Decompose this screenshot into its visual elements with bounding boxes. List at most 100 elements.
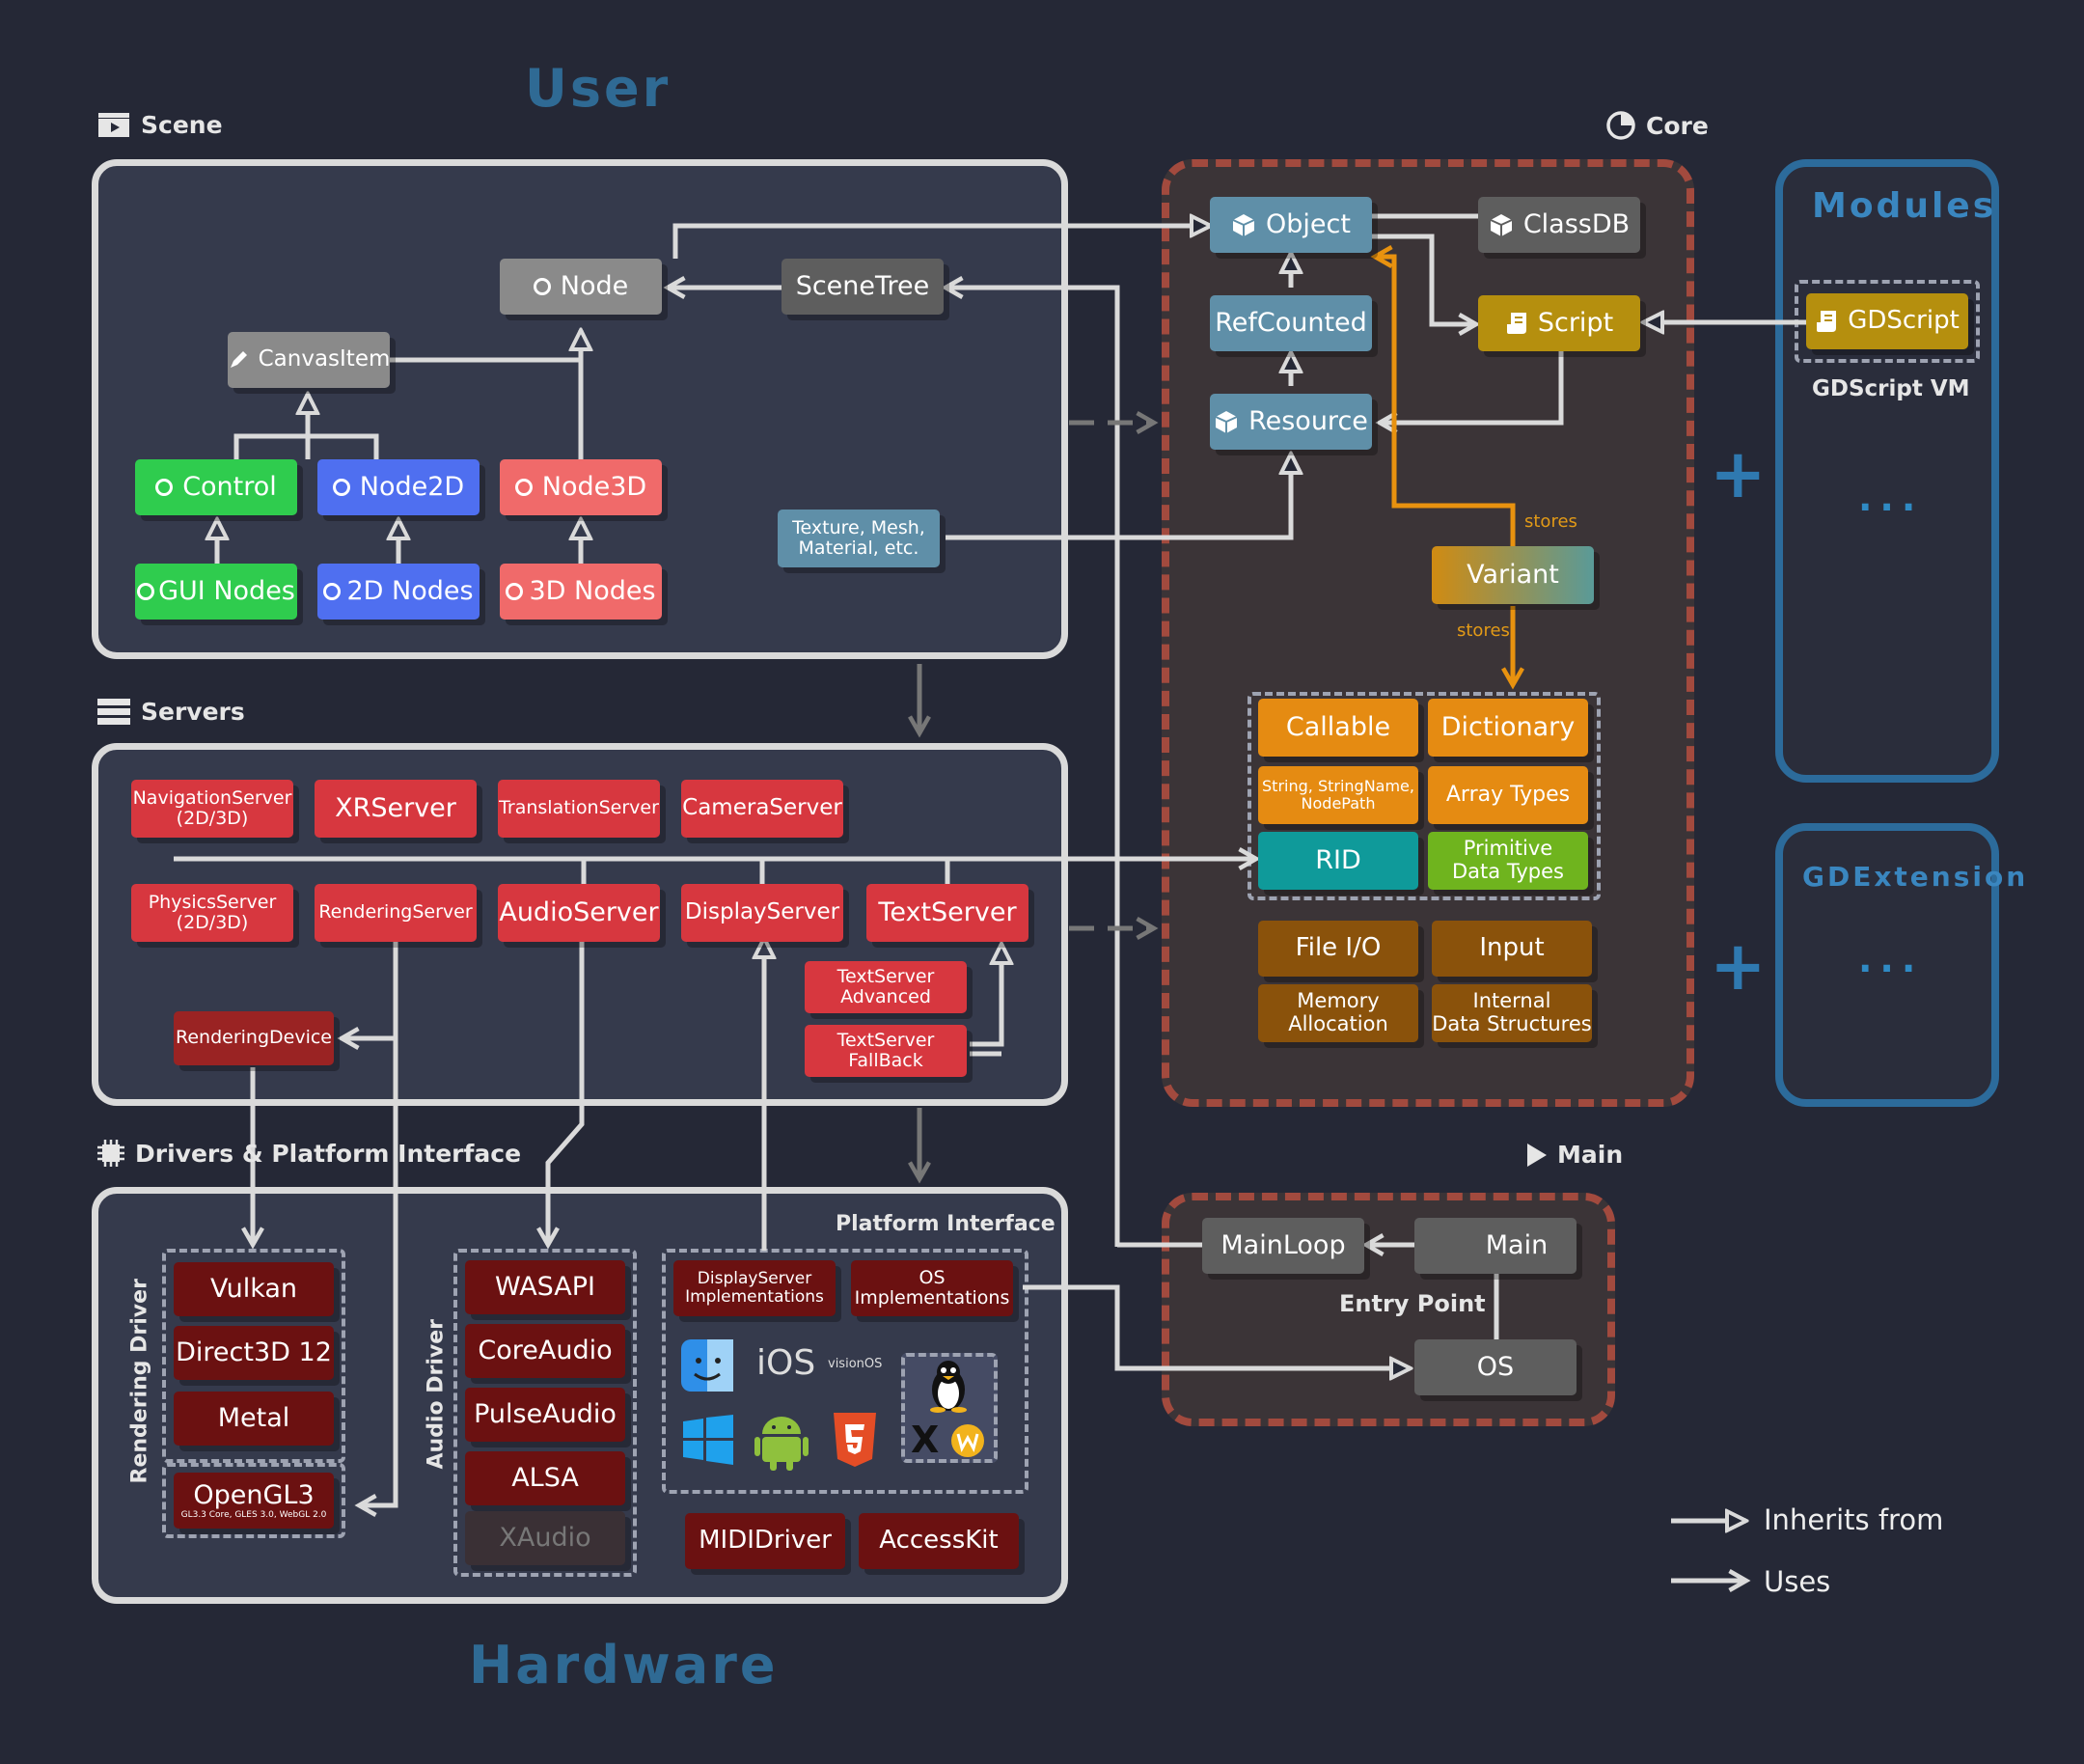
rendering-driver-label: Rendering Driver — [127, 1279, 152, 1484]
pulseaudio-box: PulseAudio — [465, 1388, 625, 1442]
gdextension-panel — [1775, 823, 1999, 1107]
node-ring-icon — [533, 278, 551, 295]
direct3d12-box: Direct3D 12 — [174, 1326, 334, 1380]
resource-box: Resource — [1210, 394, 1372, 450]
plus-icon-gdextension: + — [1710, 926, 1767, 1006]
wasapi-box: WASAPI — [465, 1260, 625, 1314]
windows-icon — [683, 1415, 733, 1469]
dictionary-box: Dictionary — [1428, 699, 1588, 757]
scroll-icon — [1505, 311, 1528, 336]
classdb-cube-icon — [1489, 212, 1514, 237]
scenetree-box: SceneTree — [782, 259, 944, 315]
string-box: String, StringName, NodePath — [1258, 766, 1418, 824]
ios-label: iOS — [756, 1343, 816, 1383]
textserver-fallback-box: TextServer FallBack — [805, 1025, 967, 1077]
platform-interface-label: Platform Interface — [836, 1212, 1056, 1236]
os-box: OS — [1414, 1339, 1577, 1395]
internal-box: Internal Data Structures — [1432, 984, 1592, 1042]
macos-finder-icon — [681, 1339, 733, 1395]
audio-driver-label: Audio Driver — [424, 1318, 449, 1470]
classdb-box: ClassDB — [1478, 197, 1640, 253]
control-ring-icon — [155, 479, 174, 496]
modules-panel — [1775, 159, 1999, 783]
visionos-label: visionOS — [828, 1357, 883, 1371]
linux-tux-icon — [924, 1357, 973, 1417]
displayserver-box: DisplayServer — [681, 884, 843, 942]
renderingserver-box: RenderingServer — [315, 884, 477, 942]
audio-driver-group — [453, 1249, 637, 1577]
legend-inherits: Inherits from — [1764, 1503, 1944, 1536]
html5-icon — [832, 1413, 878, 1471]
stores-label-2: stores — [1457, 620, 1510, 641]
textserver-advanced-box: TextServer Advanced — [805, 961, 967, 1013]
os-impl-box: OS Implementations — [851, 1260, 1013, 1316]
refcounted-box: RefCounted — [1210, 295, 1372, 351]
entry-point-label: Entry Point — [1339, 1290, 1486, 1317]
main-box: Main — [1414, 1218, 1577, 1274]
stores-label-1: stores — [1524, 511, 1577, 532]
audioserver-box: AudioServer — [498, 884, 660, 942]
nodes-2d-box: 2D Nodes — [317, 564, 480, 620]
xaudio-box: XAudio — [465, 1511, 625, 1565]
cameraserver-box: CameraServer — [681, 780, 843, 838]
drivers-label: Drivers & Platform Interface — [96, 1139, 521, 1168]
node-box: Node — [500, 259, 662, 315]
gdextension-title: GDExtension — [1802, 861, 2029, 893]
server-stack-icon — [96, 697, 131, 726]
gdextension-dots: ... — [1858, 938, 1924, 980]
node3d-ring-icon — [514, 479, 533, 496]
xrserver-box: XRServer — [315, 780, 477, 838]
variant-box: Variant — [1432, 546, 1594, 604]
opengl-group — [162, 1463, 345, 1538]
nodes2d-ring-icon — [323, 583, 342, 600]
variant-types-group — [1248, 692, 1601, 900]
modules-title: Modules — [1812, 186, 1997, 226]
memory-box: Memory Allocation — [1258, 984, 1418, 1042]
control-box: Control — [135, 459, 297, 515]
x11-icon: X — [911, 1419, 940, 1461]
object-box: Object — [1210, 197, 1372, 253]
gdscript-box: GDScript — [1806, 293, 1968, 349]
coreaudio-box: CoreAudio — [465, 1324, 625, 1378]
textserver-box: TextServer — [866, 884, 1028, 942]
chip-icon — [96, 1139, 125, 1168]
rid-box: RID — [1258, 832, 1418, 890]
clapperboard-icon — [96, 110, 131, 139]
modules-dots: ... — [1858, 477, 1924, 519]
script-box: Script — [1478, 295, 1640, 351]
navigationserver-box: NavigationServer (2D/3D) — [131, 780, 293, 838]
displayserver-impl-box: DisplayServer Implementations — [673, 1260, 836, 1316]
pencil-icon — [228, 349, 249, 371]
play-icon — [1526, 1143, 1548, 1168]
platform-interface-group — [662, 1249, 1028, 1494]
vulkan-box: Vulkan — [174, 1262, 334, 1316]
servers-label: Servers — [96, 697, 245, 726]
android-icon — [754, 1411, 809, 1475]
pie-chart-icon — [1605, 110, 1636, 141]
mainloop-box: MainLoop — [1202, 1218, 1364, 1274]
callable-box: Callable — [1258, 699, 1418, 757]
gui-ring-icon — [137, 583, 155, 600]
opengl3-sublabel: GL3.3 Core, GLES 3.0, WebGL 2.0 — [180, 1510, 327, 1521]
physicsserver-box: PhysicsServer (2D/3D) — [131, 884, 293, 942]
legend-uses: Uses — [1764, 1565, 1831, 1598]
gdscript-vm-label: GDScript VM — [1812, 376, 1970, 401]
nodes-3d-box: 3D Nodes — [500, 564, 662, 620]
user-title: User — [525, 58, 672, 119]
translationserver-box: TranslationServer — [498, 780, 660, 838]
wayland-icon — [949, 1422, 986, 1463]
opengl3-label: OpenGL3 — [193, 1479, 315, 1510]
cube-icon — [1231, 212, 1256, 237]
renderingdevice-box: RenderingDevice — [174, 1011, 334, 1065]
input-box: Input — [1432, 921, 1592, 977]
mididriver-box: MIDIDriver — [685, 1513, 845, 1569]
scene-label: Scene — [96, 110, 223, 139]
node2d-ring-icon — [332, 479, 350, 496]
main-label: Main — [1526, 1141, 1623, 1169]
primitive-box: Primitive Data Types — [1428, 832, 1588, 890]
node2d-box: Node2D — [317, 459, 480, 515]
plus-icon-modules: + — [1710, 434, 1767, 513]
